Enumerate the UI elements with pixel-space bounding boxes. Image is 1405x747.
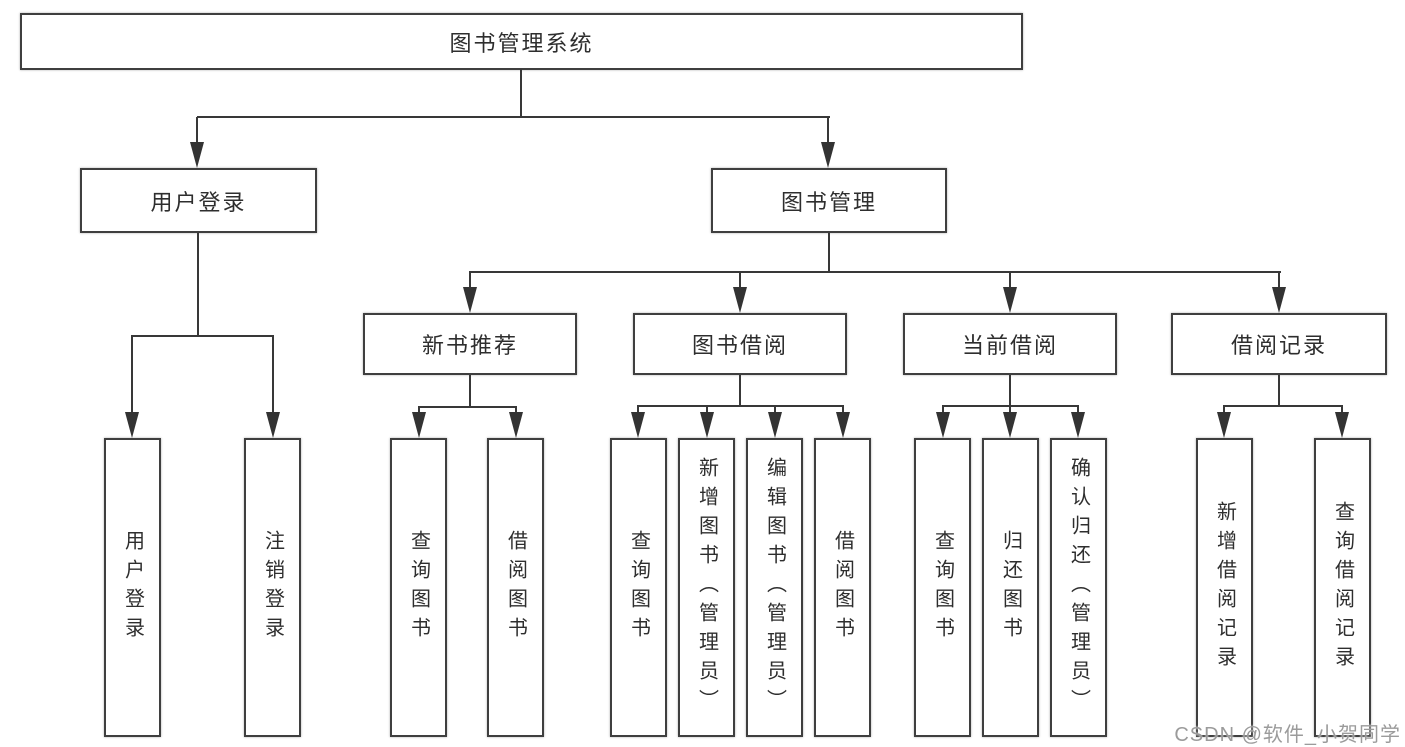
leaf-label: 新增借阅记录	[1213, 500, 1236, 675]
down-arrow-icon	[1335, 412, 1349, 438]
down-arrow-icon	[1003, 412, 1017, 438]
edge-bookmgmt-split	[469, 271, 1281, 273]
leaf-borrow-borrow-books: 借阅图书	[814, 438, 871, 737]
leaf-current-confirm-return-admin: 确认归还（管理员）	[1050, 438, 1107, 737]
edge-borrow-stem	[739, 375, 741, 406]
edge-record-split	[1223, 405, 1343, 407]
edge-userlogin-stem	[197, 233, 199, 336]
down-arrow-icon	[125, 412, 139, 438]
edge-record-stem	[1278, 375, 1280, 406]
leaf-current-return-books: 归还图书	[982, 438, 1039, 737]
node-book-borrow: 图书借阅	[633, 313, 847, 375]
down-arrow-icon	[700, 412, 714, 438]
edge-bookmgmt-stem	[828, 233, 830, 272]
edge-borrow-split	[637, 405, 844, 407]
node-root-system: 图书管理系统	[20, 13, 1023, 70]
watermark: CSDN @软件_小贺同学	[1174, 724, 1401, 746]
edge-stub	[942, 406, 944, 415]
down-arrow-icon	[190, 142, 204, 168]
down-arrow-icon	[266, 412, 280, 438]
edge-root-split	[197, 116, 830, 118]
node-user-login: 用户登录	[80, 168, 317, 233]
down-arrow-icon	[821, 142, 835, 168]
node-borrow-record: 借阅记录	[1171, 313, 1387, 375]
edge-stub	[1223, 406, 1225, 415]
edge-stub	[706, 406, 708, 415]
edge-stub	[739, 272, 741, 290]
down-arrow-icon	[1217, 412, 1231, 438]
leaf-label: 注销登录	[261, 529, 284, 646]
edge-stub	[1009, 272, 1011, 290]
leaf-borrow-query-books: 查询图书	[610, 438, 667, 737]
edge-newbook-split	[418, 406, 517, 408]
leaf-user-login: 用户登录	[104, 438, 161, 737]
leaf-label: 查询图书	[931, 529, 954, 646]
leaf-label: 用户登录	[121, 529, 144, 646]
leaf-newbook-query-books: 查询图书	[390, 438, 447, 737]
edge-root-stem	[520, 69, 522, 118]
leaf-label: 查询图书	[627, 529, 650, 646]
down-arrow-icon	[1071, 412, 1085, 438]
edge-stub	[842, 406, 844, 415]
leaf-record-add-record: 新增借阅记录	[1196, 438, 1253, 737]
leaf-logout: 注销登录	[244, 438, 301, 737]
edge-stub	[1341, 406, 1343, 415]
edge-userlogin-split	[131, 335, 274, 337]
down-arrow-icon	[1272, 287, 1286, 313]
edge-stub	[469, 272, 471, 290]
leaf-label: 借阅图书	[504, 529, 527, 646]
leaf-current-query-books: 查询图书	[914, 438, 971, 737]
leaf-borrow-edit-books-admin: 编辑图书（管理员）	[746, 438, 803, 737]
leaf-record-query-record: 查询借阅记录	[1314, 438, 1371, 737]
leaf-label: 归还图书	[999, 529, 1022, 646]
leaf-label: 查询图书	[407, 529, 430, 646]
edge-stub	[1077, 406, 1079, 415]
down-arrow-icon	[1003, 287, 1017, 313]
edge-newbook-stem	[469, 375, 471, 407]
edge-stub	[1009, 406, 1011, 415]
edge-stub	[515, 407, 517, 416]
edge-stub	[637, 406, 639, 415]
edge-stub	[131, 336, 133, 416]
edge-stub	[196, 117, 198, 147]
leaf-label: 新增图书（管理员）	[695, 457, 718, 718]
edge-current-stem	[1009, 375, 1011, 406]
node-book-management: 图书管理	[711, 168, 947, 233]
edge-stub	[1278, 272, 1280, 290]
down-arrow-icon	[463, 287, 477, 313]
leaf-label: 编辑图书（管理员）	[763, 457, 786, 718]
leaf-borrow-add-books-admin: 新增图书（管理员）	[678, 438, 735, 737]
node-new-book-recommend: 新书推荐	[363, 313, 577, 375]
down-arrow-icon	[768, 412, 782, 438]
down-arrow-icon	[733, 287, 747, 313]
node-current-borrow: 当前借阅	[903, 313, 1117, 375]
edge-stub	[272, 336, 274, 416]
leaf-label: 确认归还（管理员）	[1067, 457, 1090, 718]
leaf-label: 借阅图书	[831, 529, 854, 646]
leaf-newbook-borrow-books: 借阅图书	[487, 438, 544, 737]
edge-stub	[418, 407, 420, 416]
leaf-label: 查询借阅记录	[1331, 500, 1354, 675]
down-arrow-icon	[936, 412, 950, 438]
down-arrow-icon	[836, 412, 850, 438]
down-arrow-icon	[412, 412, 426, 438]
edge-stub	[774, 406, 776, 415]
edge-stub	[827, 117, 829, 147]
down-arrow-icon	[509, 412, 523, 438]
down-arrow-icon	[631, 412, 645, 438]
